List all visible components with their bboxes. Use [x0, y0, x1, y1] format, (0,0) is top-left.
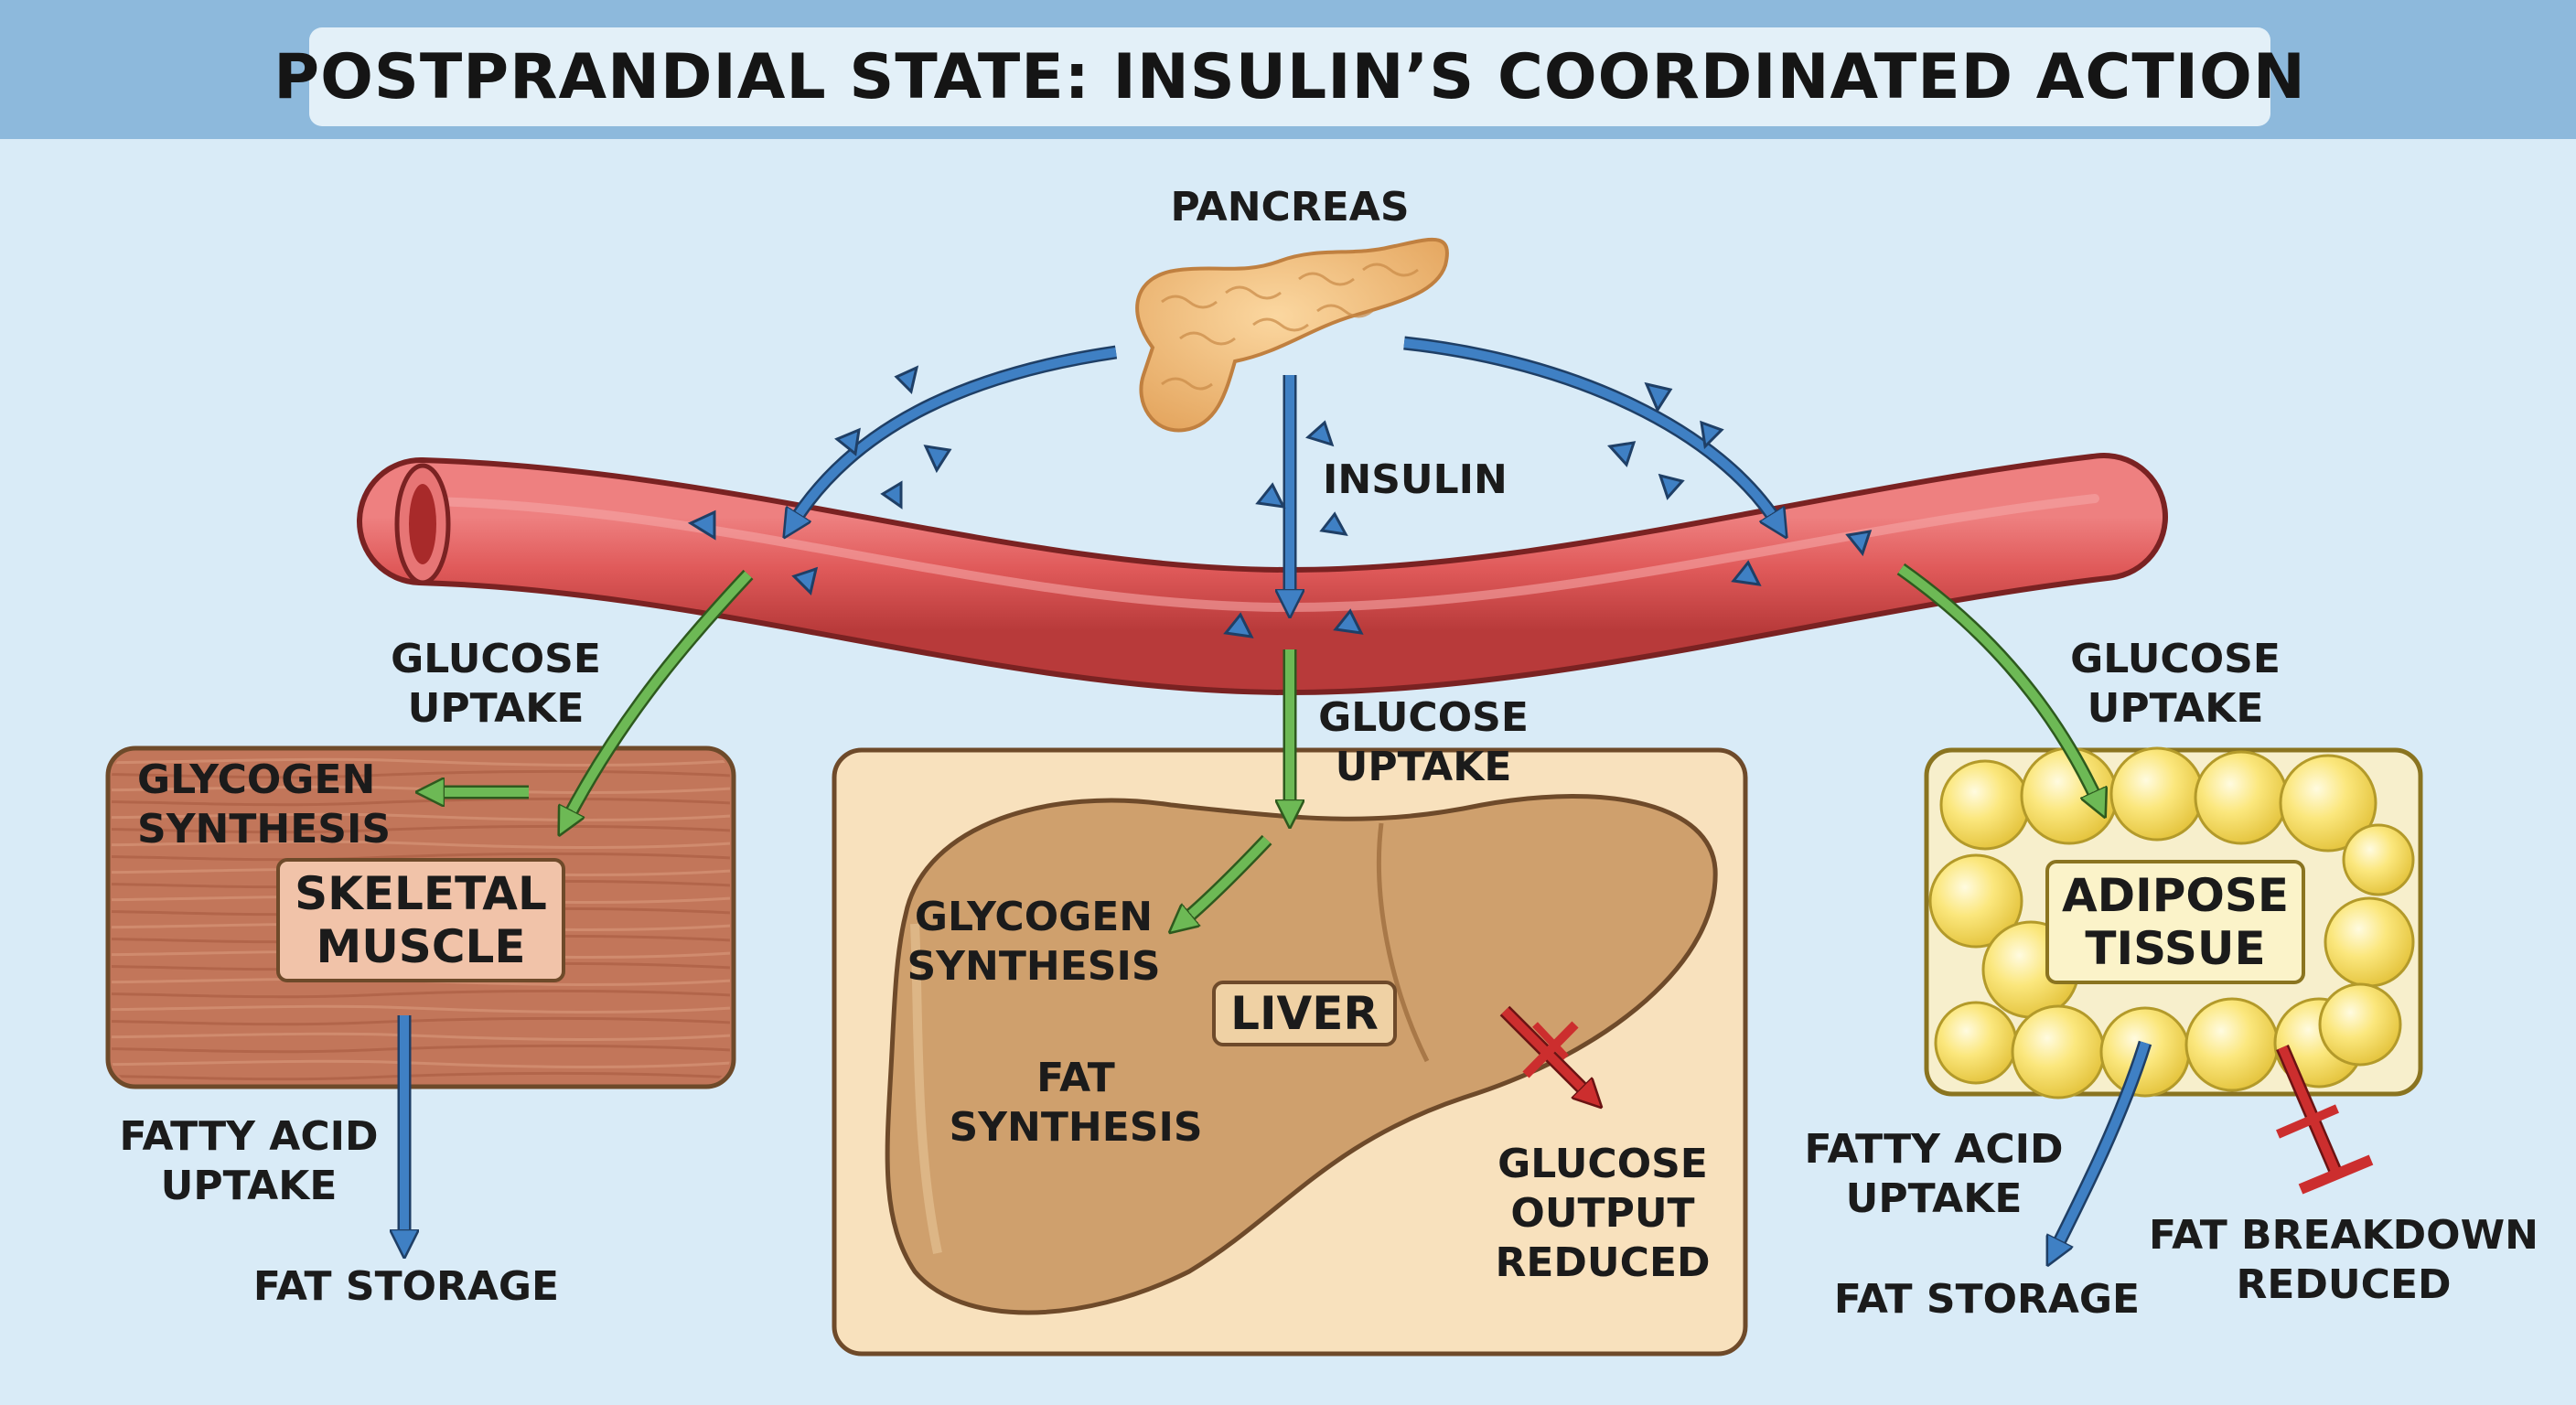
- fat-storage-arrows: [404, 1015, 2152, 1253]
- liver-tag: LIVER: [1212, 981, 1397, 1046]
- skeletal-muscle-tag: SKELETAL MUSCLE: [276, 858, 565, 982]
- fat-breakdown-reduced-label: FAT BREAKDOWN REDUCED: [2149, 1212, 2538, 1308]
- inhibition-marks: [1499, 1005, 2374, 1195]
- adipose-fat-storage-label: FAT STORAGE: [1833, 1276, 2141, 1323]
- right-glucose-uptake-label: GLUCOSE UPTAKE: [2070, 636, 2281, 732]
- liver-glycogen-synthesis-label: GLYCOGEN SYNTHESIS: [907, 894, 1161, 990]
- left-glucose-uptake-label: GLUCOSE UPTAKE: [391, 636, 601, 732]
- center-glucose-uptake-label: GLUCOSE UPTAKE: [1318, 694, 1529, 790]
- blood-vessel: [357, 453, 2168, 696]
- insulin-arrows: [791, 336, 1779, 604]
- page-title: POSTPRANDIAL STATE: INSULIN’S COORDINATE…: [274, 40, 2306, 113]
- insulin-molecules: [687, 365, 1873, 638]
- muscle-fat-storage-label: FAT STORAGE: [252, 1263, 560, 1310]
- fat-synthesis-label: FAT SYNTHESIS: [949, 1055, 1203, 1151]
- pancreas-label: PANCREAS: [1170, 184, 1410, 231]
- adipose-fatty-acid-uptake-label: FATTY ACID UPTAKE: [1804, 1126, 2064, 1222]
- title-box: POSTPRANDIAL STATE: INSULIN’S COORDINATE…: [274, 27, 2305, 126]
- muscle-fatty-acid-uptake-label: FATTY ACID UPTAKE: [119, 1113, 379, 1209]
- liver-panel: [832, 747, 1748, 1357]
- insulin-label: INSULIN: [1323, 456, 1508, 503]
- glucose-uptake-arrows: [430, 563, 2099, 924]
- glucose-output-reduced-label: GLUCOSE OUTPUT REDUCED: [1495, 1141, 1711, 1286]
- adipose-tissue-tag: ADIPOSE TISSUE: [2045, 860, 2305, 984]
- muscle-glycogen-synthesis-label: GLYCOGEN SYNTHESIS: [137, 756, 392, 853]
- pancreas-organ: [1135, 237, 1449, 433]
